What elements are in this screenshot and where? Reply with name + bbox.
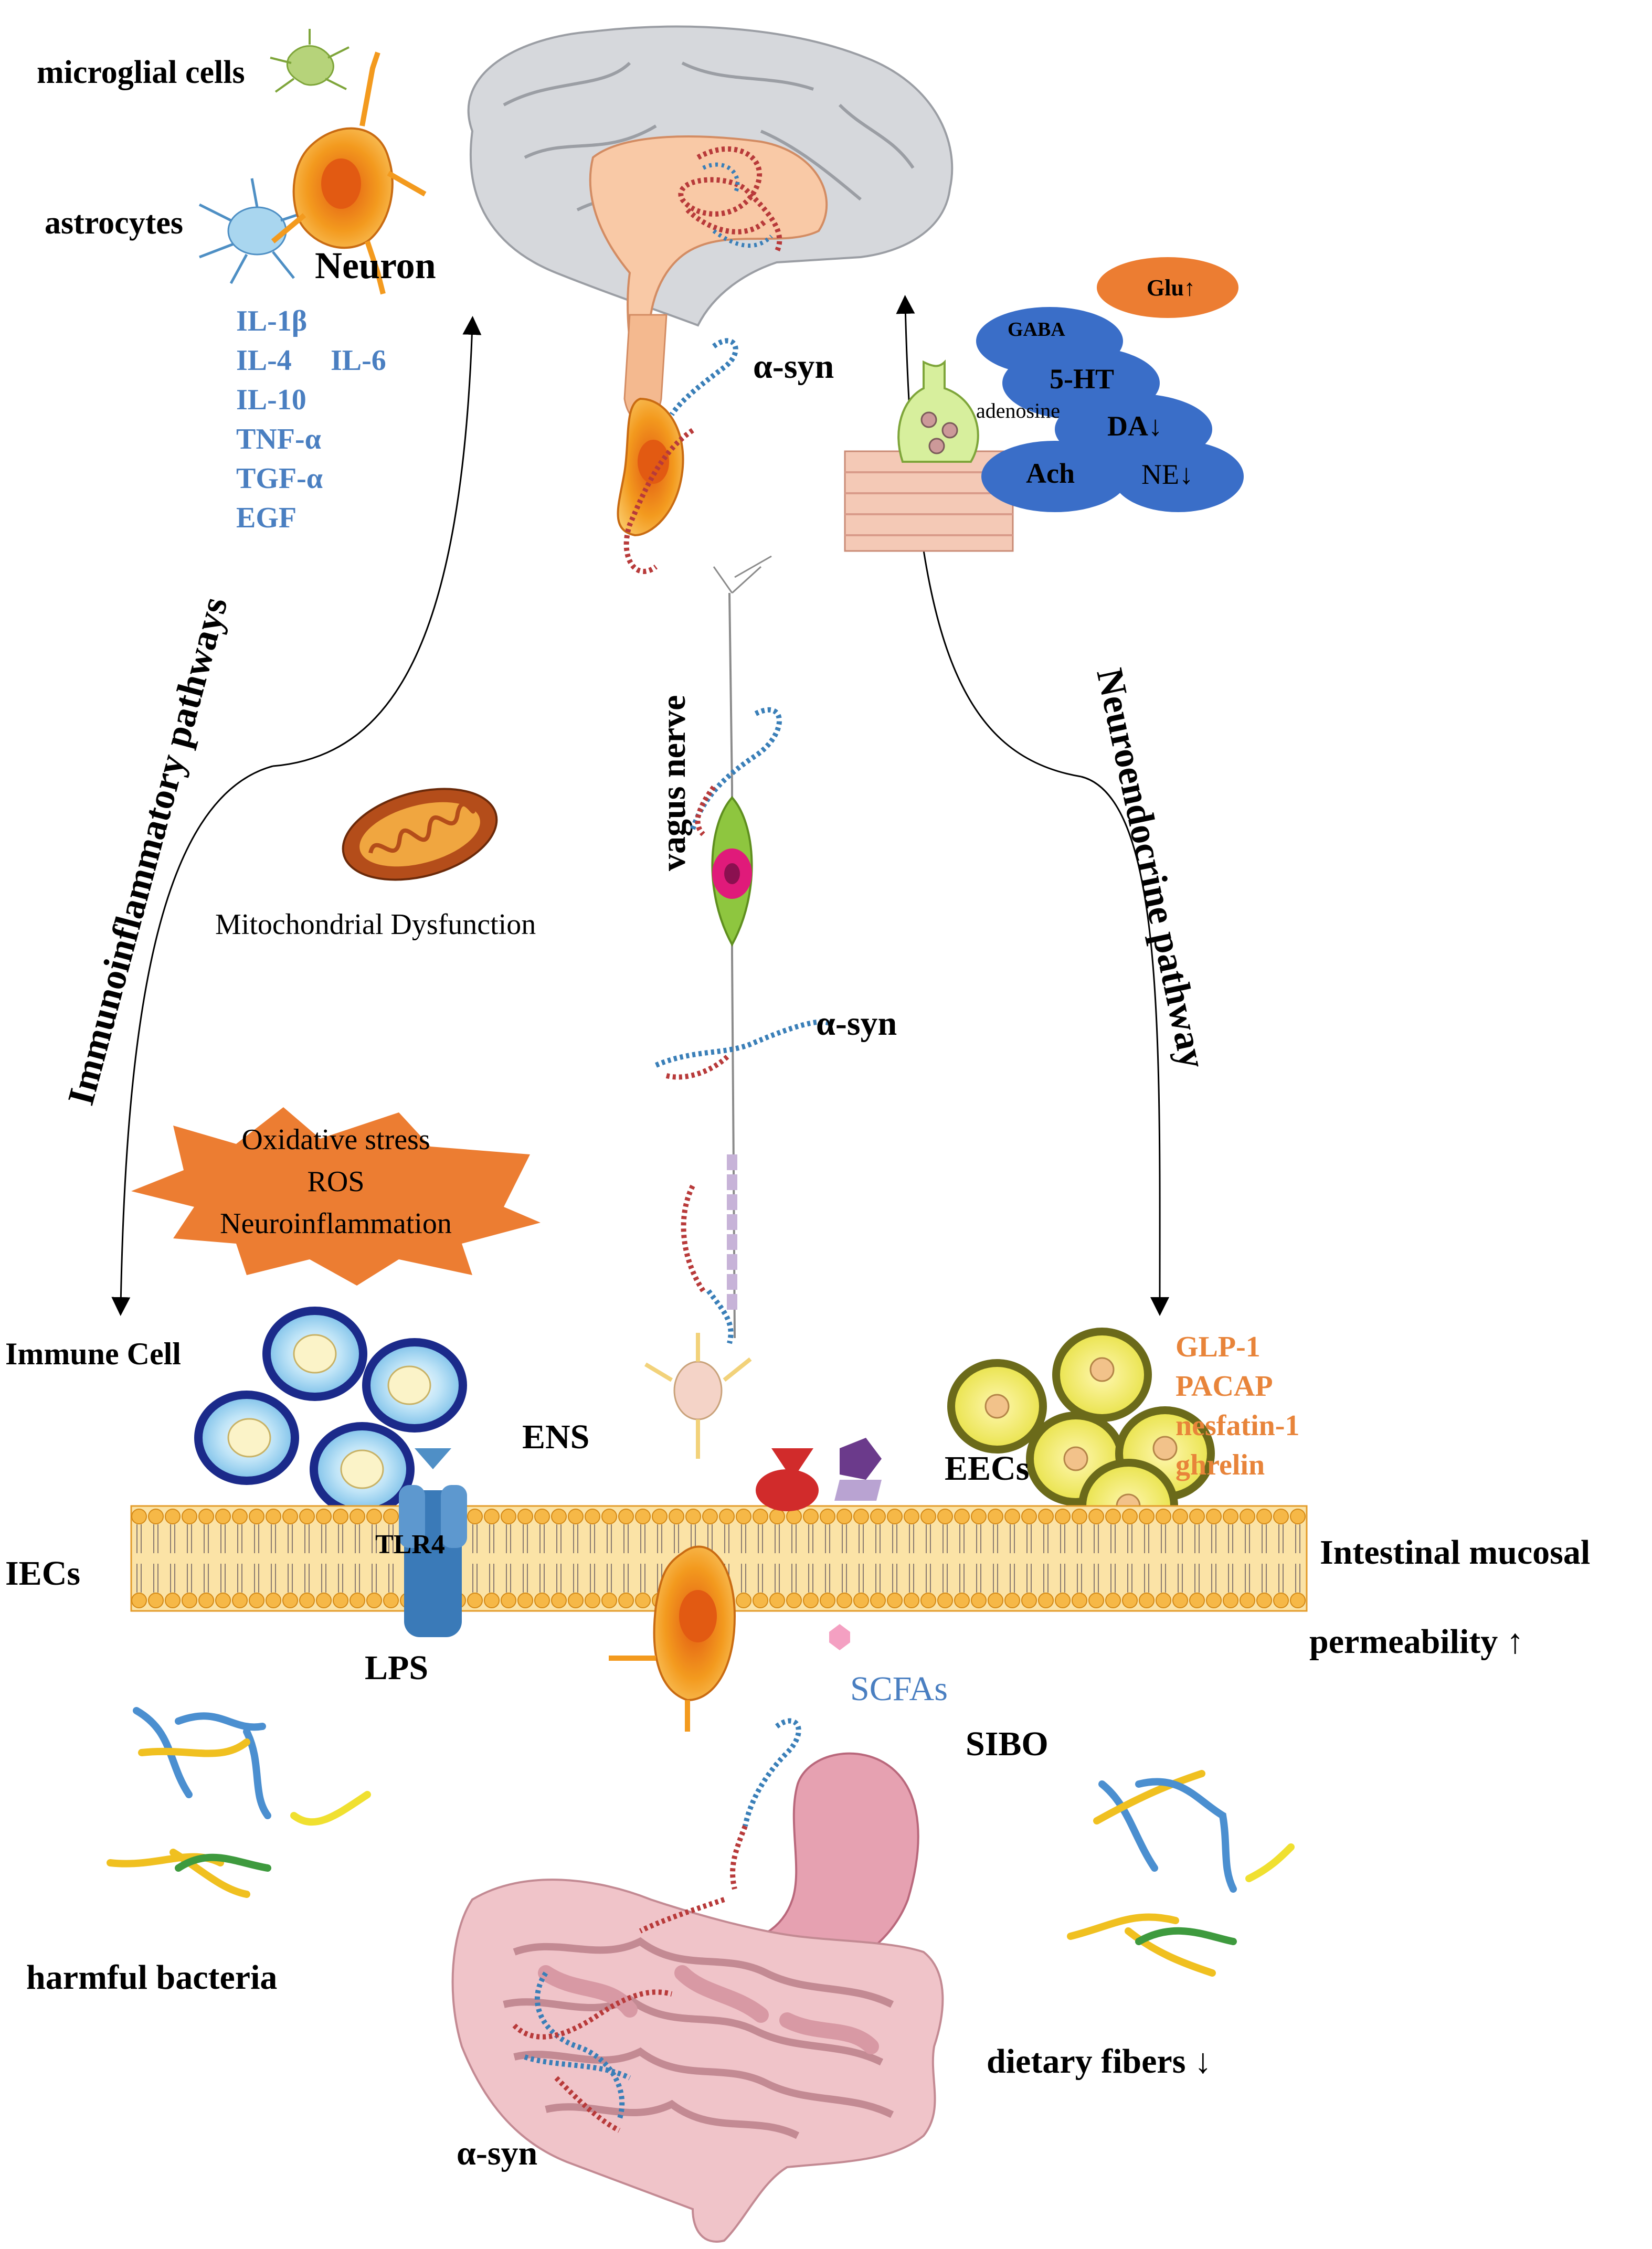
- alpha-syn-vagus-lower-icon: [655, 1019, 831, 1080]
- bacteria-icon-left: [107, 1707, 371, 1898]
- intestine-icon: [451, 1879, 944, 2243]
- cytokine-tgfa: TGF-α: [236, 462, 323, 495]
- iecs-label: IECs: [5, 1554, 80, 1593]
- ens-label: ENS: [522, 1418, 589, 1456]
- oxidative-stress-burst: [131, 1107, 541, 1286]
- eecs-label: EECs: [945, 1449, 1029, 1488]
- immune-cell-icon: [194, 1307, 467, 1516]
- synapse-icon: [844, 359, 1014, 552]
- ach-label: Ach: [1026, 458, 1075, 489]
- cytokine-il4: IL-4: [236, 344, 292, 377]
- scfa-molecules-icon: [756, 1438, 882, 1650]
- ne-ellipse: [1113, 441, 1244, 512]
- astrocytes-label: astrocytes: [45, 205, 183, 241]
- tlr4-receptor-icon: [399, 1448, 467, 1637]
- alpha-syn-vagus-upper-icon: [690, 707, 782, 836]
- ach-ellipse: [981, 441, 1128, 512]
- microglial-cells-label: microglial cells: [37, 55, 245, 90]
- cytokine-il6: IL-6: [331, 344, 386, 377]
- oxidative-line3: Neuroinflammation: [220, 1207, 452, 1240]
- alpha-syn-brain-cluster-icon: [678, 146, 782, 253]
- immuno-pathway-arrow-up: [272, 316, 482, 767]
- immuno-pathway-arrow-down: [111, 765, 273, 1316]
- alpha-syn-gut-cluster-icon: [512, 1718, 801, 2133]
- bacteria-icon-right: [1067, 1770, 1295, 1977]
- ganglion-cell-icon: [711, 796, 753, 947]
- mitochondrion-icon: [342, 788, 498, 881]
- enteric-neuron-chain-icon: [681, 1154, 737, 1344]
- oxidative-line2: ROS: [308, 1165, 365, 1198]
- scfas-label: SCFAs: [850, 1670, 948, 1708]
- hormone-pacap: PACAP: [1176, 1370, 1273, 1403]
- gaba-label: GABA: [1008, 319, 1065, 341]
- mitochondria-label: Mitochondrial Dysfunction: [215, 908, 536, 941]
- enteric-neuron-icon: [609, 1545, 736, 1732]
- alpha-syn-mid-label: α-syn: [816, 1004, 897, 1043]
- sibo-label: SIBO: [966, 1725, 1049, 1763]
- harmful-bacteria-label: harmful bacteria: [26, 1958, 277, 1997]
- alpha-syn-top-label: α-syn: [753, 347, 834, 386]
- dendrite-branches: [713, 555, 772, 594]
- brainstem-neuron-icon: [617, 397, 684, 537]
- dietary-fibers-label: dietary fibers ↓: [987, 2042, 1212, 2081]
- immune-cell-label: Immune Cell: [5, 1336, 181, 1371]
- vagus-nerve-label: vagus nerve: [654, 695, 693, 871]
- cytokine-egf: EGF: [236, 502, 296, 534]
- immuno-pathway-label: Immunoinflammatory pathways: [59, 592, 236, 1109]
- tlr4-label: TLR4: [375, 1530, 445, 1560]
- intestinal-mucosal-label: Intestinal mucosal: [1320, 1533, 1590, 1572]
- da-label: DA↓: [1107, 410, 1162, 442]
- microglia-icon: [270, 29, 350, 93]
- alpha-syn-top-icon: [623, 338, 738, 574]
- ne-label: NE↓: [1141, 459, 1193, 490]
- neuroendo-pathway-arrow-down: [1081, 776, 1170, 1316]
- alpha-syn-bottom-label: α-syn: [457, 2134, 537, 2172]
- glu-ellipse: [1097, 257, 1238, 318]
- glu-label: Glu↑: [1147, 275, 1195, 301]
- permeability-label: permeability ↑: [1309, 1622, 1524, 1661]
- oxidative-line1: Oxidative stress: [241, 1123, 430, 1156]
- lps-label: LPS: [365, 1649, 428, 1687]
- ens-neuron-icon: [644, 1333, 752, 1459]
- hormone-ghrelin: ghrelin: [1176, 1449, 1265, 1481]
- neuron-icon: [271, 51, 427, 295]
- cytokine-il10: IL-10: [236, 384, 306, 416]
- hormone-glp1: GLP-1: [1176, 1331, 1261, 1363]
- 5ht-label: 5-HT: [1050, 363, 1114, 395]
- neurotransmitter-cluster: Glu↑ GABA 5-HT DA↓ Ach NE↓ adenosine: [976, 257, 1244, 512]
- hormone-list: GLP-1 PACAP nesfatin-1 ghrelin: [1176, 1331, 1299, 1481]
- cytokine-il1b: IL-1β: [236, 305, 307, 337]
- cytokine-list: IL-1β IL-4 IL-6 IL-10 TNF-α TGF-α EGF: [236, 305, 386, 534]
- adenosine-label: adenosine: [976, 399, 1060, 422]
- neuroendo-pathway-label: Neuroendocrine pathway: [1088, 665, 1214, 1072]
- astrocyte-icon: [198, 178, 313, 284]
- neuron-label: Neuron: [315, 245, 436, 287]
- hormone-nesfatin: nesfatin-1: [1176, 1409, 1299, 1442]
- cytokine-tnfa: TNF-α: [236, 423, 321, 455]
- brain-icon: [467, 25, 954, 423]
